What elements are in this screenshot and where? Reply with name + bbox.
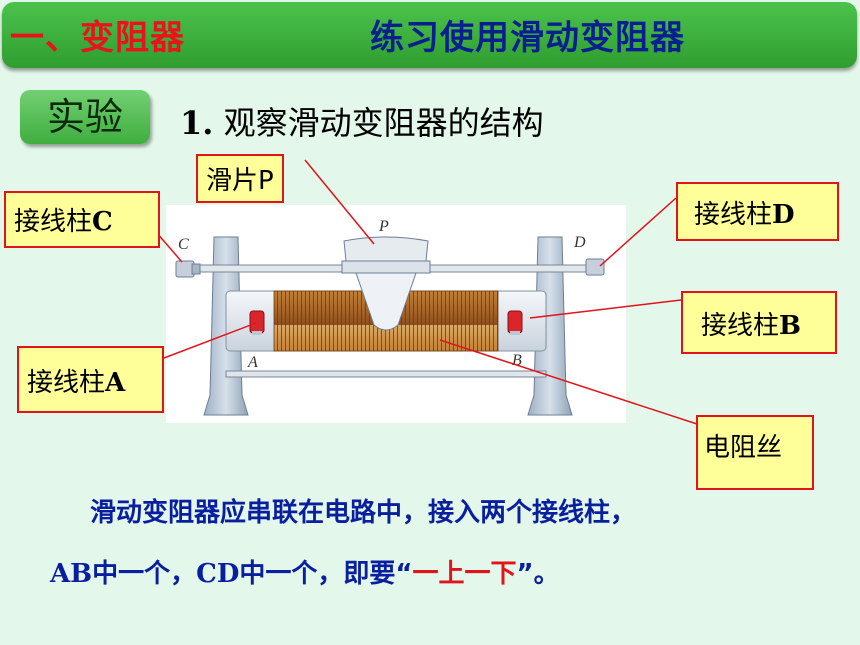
text-end: ”。 bbox=[516, 559, 560, 589]
text-cd: CD bbox=[196, 559, 240, 589]
letter-a: A bbox=[247, 354, 258, 371]
header-right-title: 练习使用滑动变阻器 bbox=[370, 18, 685, 58]
leader-slider-p bbox=[304, 159, 375, 245]
label-terminal-c: 接线柱C bbox=[4, 191, 160, 248]
label-terminal-b-letter: B bbox=[779, 311, 801, 341]
letter-p: P bbox=[378, 218, 389, 235]
text-ab: AB bbox=[50, 559, 93, 589]
label-terminal-d-letter: D bbox=[772, 200, 795, 230]
leader-terminal-c bbox=[155, 231, 183, 263]
label-terminal-c-prefix: 接线柱 bbox=[14, 207, 93, 237]
leader-terminal-b bbox=[529, 299, 682, 319]
letter-b: B bbox=[512, 352, 522, 369]
letter-d: D bbox=[573, 234, 586, 251]
text-mid-1: 中一个， bbox=[92, 559, 197, 589]
leader-terminal-a bbox=[163, 322, 257, 359]
leader-resistance-wire bbox=[439, 339, 698, 425]
text-mid-2: 中一个，即要“ bbox=[239, 559, 413, 589]
label-terminal-b: 接线柱B bbox=[681, 291, 837, 354]
leader-terminal-d bbox=[599, 197, 677, 267]
label-terminal-d-prefix: 接线柱 bbox=[694, 200, 773, 230]
label-terminal-b-prefix: 接线柱 bbox=[701, 311, 780, 341]
text-highlight: 一上一下 bbox=[412, 559, 517, 589]
header-bar: 一、变阻器 练习使用滑动变阻器 bbox=[2, 2, 857, 68]
label-terminal-a-letter: A bbox=[105, 368, 126, 398]
step-text: 观察滑动变阻器的结构 bbox=[223, 104, 544, 142]
label-slider-p: 滑片P bbox=[196, 154, 284, 203]
step-number: 1. bbox=[180, 104, 214, 142]
paragraph-line-2: AB中一个，CD中一个，即要“一上一下”。 bbox=[50, 553, 560, 590]
paragraph-line-1: 滑动变阻器应串联在电路中，接入两个接线柱， bbox=[90, 498, 637, 528]
header-left-title: 一、变阻器 bbox=[10, 18, 185, 58]
label-terminal-d: 接线柱D bbox=[676, 182, 839, 241]
label-resistance-wire: 电阻丝 bbox=[696, 415, 815, 490]
rheostat-photo: P C D A B bbox=[166, 205, 626, 423]
label-terminal-c-letter: C bbox=[92, 207, 113, 237]
label-terminal-a: 接线柱A bbox=[17, 346, 164, 413]
letter-c: C bbox=[178, 236, 189, 253]
step-title: 1. 观察滑动变阻器的结构 bbox=[180, 98, 544, 144]
label-terminal-a-prefix: 接线柱 bbox=[27, 368, 106, 398]
rheostat-illustration: P C D A B bbox=[175, 218, 605, 416]
experiment-badge: 实验 bbox=[20, 90, 150, 144]
